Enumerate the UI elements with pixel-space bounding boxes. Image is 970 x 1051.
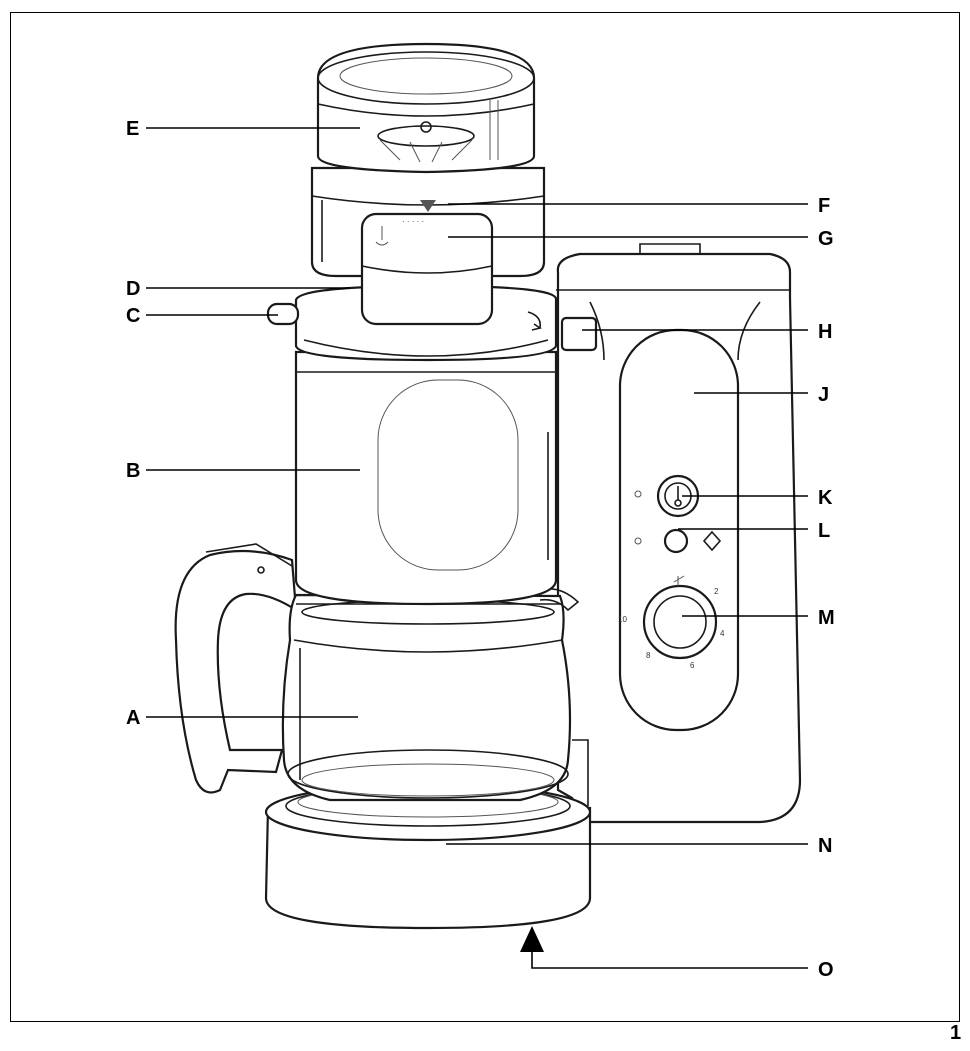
- label-j: J: [818, 384, 829, 406]
- dial-tick-4: 4: [720, 629, 725, 638]
- page-number: 1: [950, 1022, 962, 1044]
- label-m: M: [818, 607, 835, 629]
- grinder-housing: · · · · ·: [310, 166, 546, 326]
- label-c: C: [126, 305, 140, 327]
- label-d: D: [126, 278, 140, 300]
- label-n: N: [818, 835, 832, 857]
- label-e: E: [126, 118, 139, 140]
- filter-container: [294, 350, 558, 606]
- callout-labels: E F G D C H J B K L M A N O: [126, 118, 835, 981]
- dial-tick-10: 10: [618, 615, 627, 624]
- bean-container: [316, 42, 536, 174]
- diagram-frame: [10, 12, 960, 1022]
- label-h: H: [818, 321, 832, 343]
- grind-button: [663, 528, 689, 554]
- label-a: A: [126, 707, 140, 729]
- grind-cup: [360, 212, 494, 326]
- grind-indicator-arrow: [420, 200, 436, 212]
- lid-handle: [266, 302, 300, 326]
- water-window: [377, 379, 519, 571]
- leader-lines: [146, 127, 808, 969]
- dial-tick-6: 6: [690, 661, 695, 670]
- dial-tick-2: 2: [714, 587, 719, 596]
- lock-button: [560, 316, 598, 352]
- glass-carafe: [281, 588, 580, 802]
- dial-tick-8: 8: [646, 651, 651, 660]
- label-b: B: [126, 460, 140, 482]
- svg-text:· · · · ·: · · · · ·: [402, 217, 424, 226]
- carafe-handle: [174, 543, 298, 794]
- label-o: O: [818, 959, 834, 981]
- bottom-view-arrow: [520, 926, 544, 952]
- controls: 2 4 6 8 10: [618, 474, 725, 670]
- label-f: F: [818, 195, 830, 217]
- label-g: G: [818, 228, 834, 250]
- label-l: L: [818, 520, 830, 542]
- label-k: K: [818, 487, 833, 509]
